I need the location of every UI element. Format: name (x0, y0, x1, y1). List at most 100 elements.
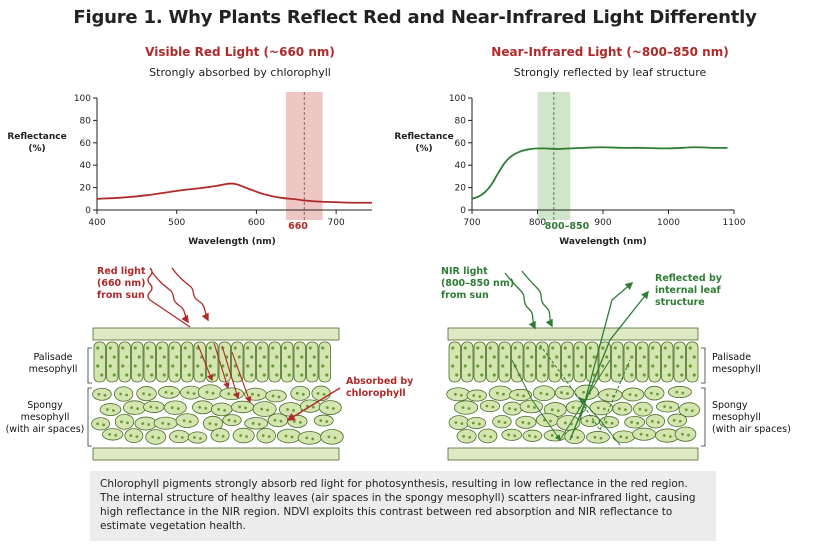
chloroplast (308, 364, 312, 368)
chloroplast (251, 421, 255, 425)
chloroplast (613, 364, 617, 368)
right-x-tick-label: 900 (594, 218, 611, 228)
left-xlabel: Wavelength (nm) (188, 237, 276, 247)
chloroplast (645, 433, 649, 437)
chloroplast (488, 346, 492, 350)
spongy-cell (621, 387, 645, 402)
red-wave-1 (151, 271, 189, 324)
right-ylabel-line2: (%) (415, 144, 432, 154)
spongy-cell (210, 402, 233, 417)
chloroplast (155, 406, 159, 410)
chloroplast (170, 391, 174, 395)
spongy-cell (222, 414, 242, 427)
right-xlabel: Wavelength (nm) (559, 237, 647, 247)
palisade-cell (561, 341, 574, 383)
chloroplast (174, 435, 178, 438)
spongy-cell (102, 428, 124, 441)
spongy-cell (479, 399, 501, 413)
chloroplast (171, 346, 175, 350)
chloroplast (585, 419, 589, 423)
chloroplast (260, 407, 264, 411)
spongy-cell (244, 417, 269, 430)
red-light-label-line2: (660 nm) (97, 278, 146, 289)
chloroplast (311, 437, 315, 441)
left-leaf-cross-section (91, 327, 344, 461)
chloroplast (167, 422, 171, 426)
spongy-cell (519, 399, 544, 414)
left-panel-subtitle: Strongly absorbed by chlorophyll (149, 66, 331, 79)
chloroplast (639, 432, 643, 436)
chloroplast (296, 364, 300, 368)
chloroplast (563, 421, 567, 425)
chloroplast (125, 355, 129, 359)
chloroplast (636, 421, 640, 425)
left-lower-epidermis (92, 447, 340, 461)
nir-scatter-arrows (511, 281, 649, 446)
spongy-cell (320, 429, 344, 445)
palisade-cell (143, 341, 156, 383)
left-panel-title: Visible Red Light (~660 nm) (145, 45, 335, 59)
chloroplast (503, 421, 507, 425)
chloroplast (125, 373, 129, 377)
chloroplast (601, 346, 605, 350)
chloroplast (668, 435, 672, 438)
chloroplast (454, 421, 458, 425)
chloroplast (563, 346, 567, 350)
chloroplast (663, 346, 667, 350)
chloroplast (678, 419, 682, 423)
absorbed-label-line1: Absorbed by (346, 376, 414, 387)
left-palisade-label: Palisade mesophyll (20, 352, 86, 376)
chloroplast (175, 355, 179, 359)
chloroplast (271, 394, 275, 398)
spongy-cell (265, 389, 287, 403)
chloroplast (539, 391, 543, 395)
chloroplast (687, 433, 690, 437)
chloroplast (602, 407, 606, 411)
spongy-cell (187, 431, 208, 444)
nir-scatter-path-4 (599, 359, 631, 431)
nir-light-label: NIR light (800–850 nm) from sun (441, 266, 514, 302)
nir-reflected-arrow-1 (579, 281, 634, 421)
chloroplast (100, 373, 104, 377)
chloroplast (455, 373, 459, 377)
chloroplast (502, 392, 505, 396)
palisade-cell (243, 341, 256, 383)
chloroplast (545, 392, 549, 396)
palisade-cell (318, 341, 331, 383)
chloroplast (655, 373, 659, 377)
spongy-cell (232, 427, 255, 444)
spongy-cell (91, 417, 111, 431)
chloroplast (146, 364, 150, 368)
right-x-tick-label: 1100 (723, 218, 746, 228)
chloroplast (505, 373, 509, 377)
left-spongy-label-line1: Spongy (27, 400, 63, 411)
chloroplast (651, 346, 655, 350)
chloroplast (162, 373, 166, 377)
right-reflectance-curve (471, 146, 728, 200)
chloroplast (312, 373, 316, 377)
chloroplast (676, 346, 680, 350)
left-x-tick-label: 700 (328, 218, 345, 228)
left-y-tick-label: 100 (74, 94, 91, 104)
chloroplast (141, 422, 145, 425)
chloroplast (467, 355, 471, 359)
right-y-tick-label: 20 (455, 184, 467, 194)
chloroplast (193, 436, 196, 439)
chloroplast (102, 423, 106, 427)
palisade-cell (686, 341, 699, 383)
chloroplast (96, 422, 100, 426)
chloroplast (182, 419, 186, 423)
chloroplast (667, 373, 671, 377)
chloroplast (663, 405, 666, 408)
chloroplast (567, 373, 571, 377)
chloroplast (300, 355, 304, 359)
nir-reflected-arrow-2 (569, 290, 649, 441)
chloroplast (516, 393, 520, 397)
right-ylabel-line1: Reflectance (394, 132, 453, 142)
chloroplast (588, 346, 592, 350)
reflected-label: Reflected by internal leaf structure (655, 273, 722, 309)
chloroplast (638, 407, 642, 411)
